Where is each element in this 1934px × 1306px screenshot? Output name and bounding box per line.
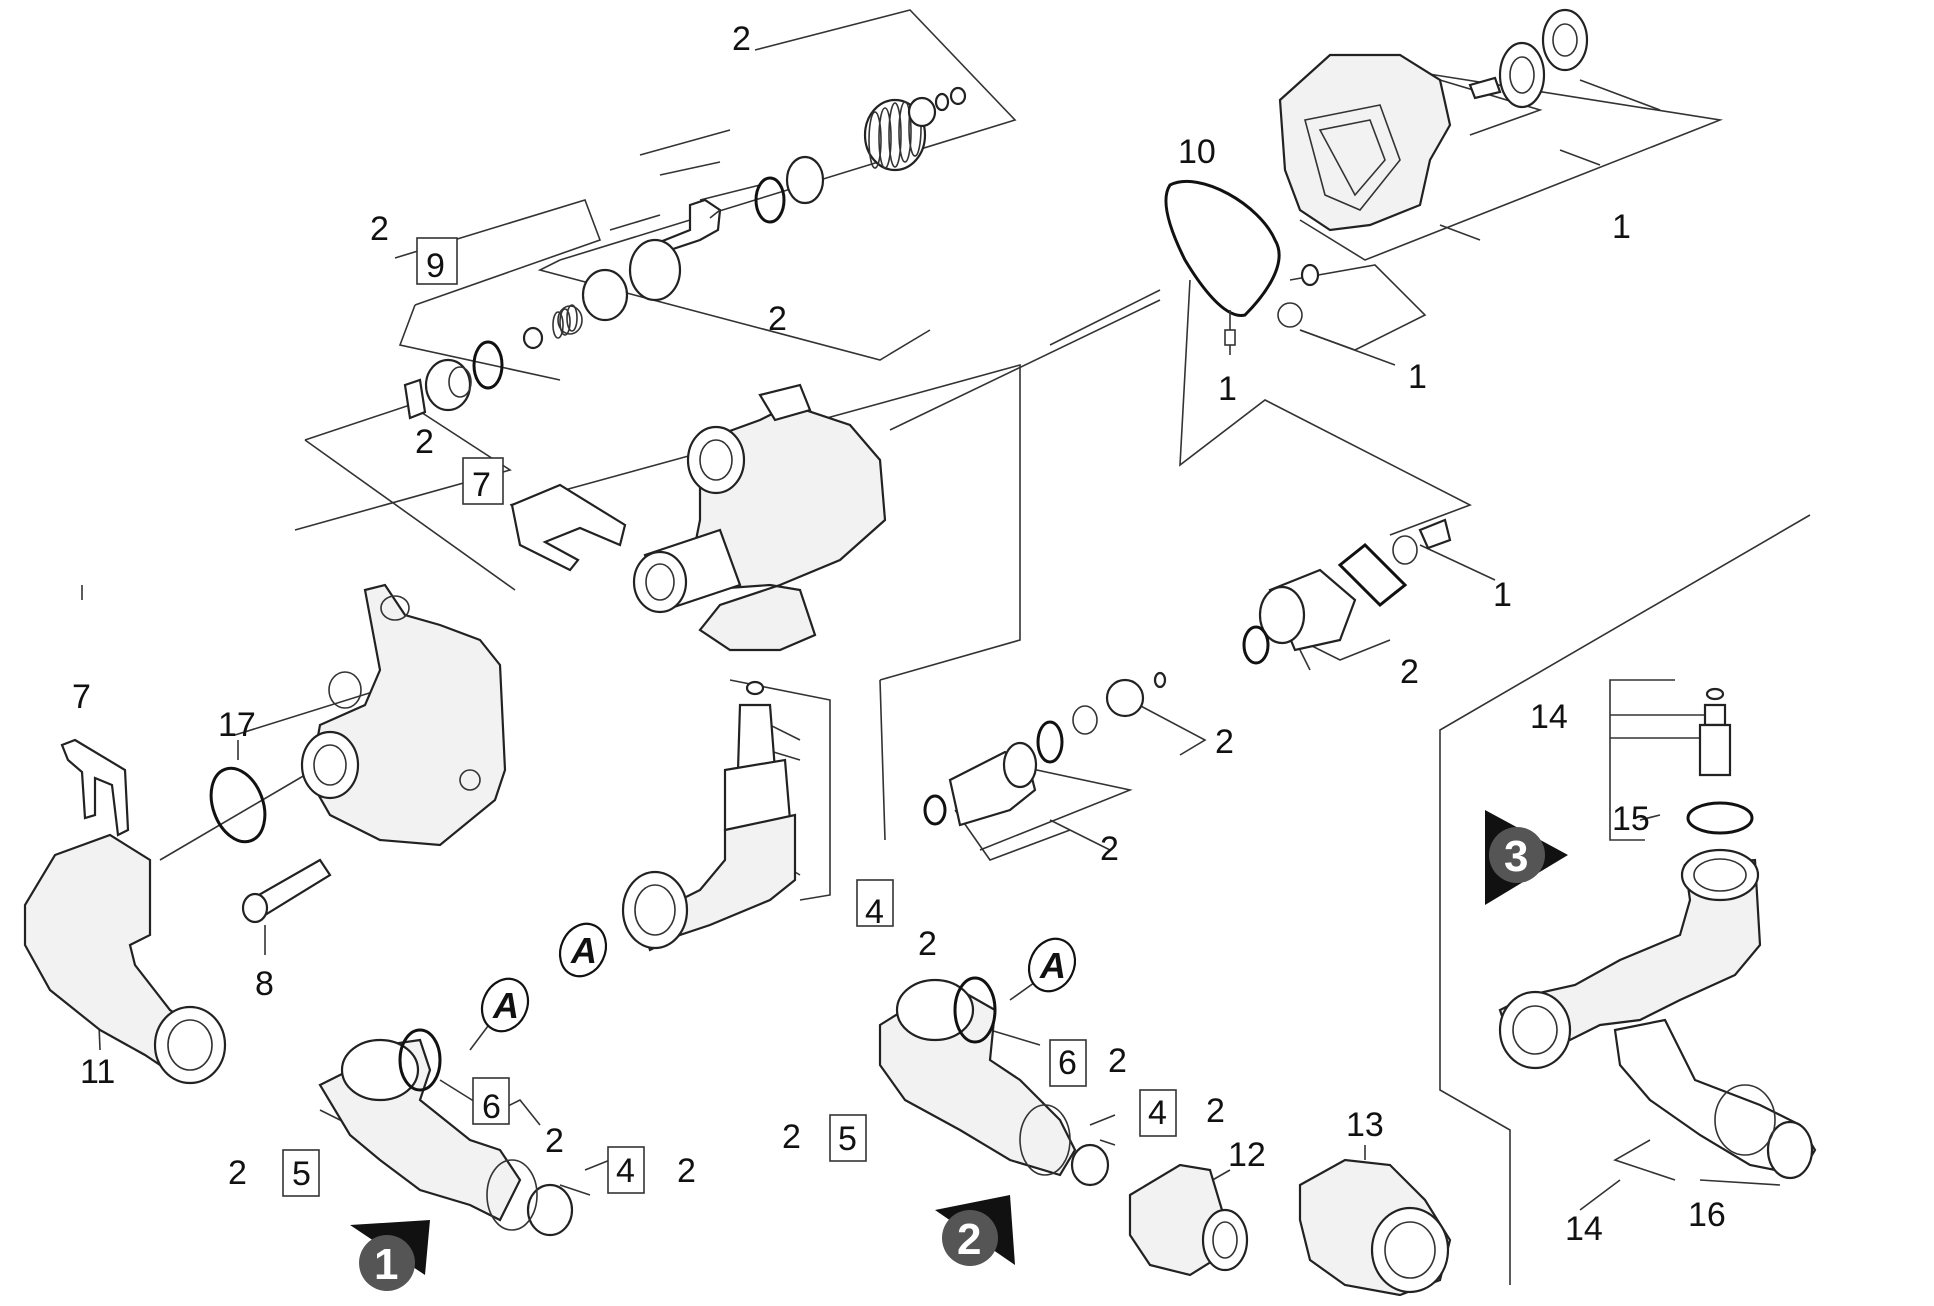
callout-2-5b: 2 — [782, 1118, 801, 1156]
seal-10 — [1164, 179, 1281, 317]
marker-a-mid-label: A — [570, 930, 597, 971]
callout-2-5a: 2 — [228, 1154, 247, 1192]
cap-ring — [1541, 8, 1589, 72]
callout-boxes — [282, 237, 1177, 1197]
badge-2-number: 2 — [957, 1215, 981, 1264]
callout-2-4b: 2 — [1206, 1092, 1225, 1130]
callout-2-9: 2 — [370, 210, 389, 248]
plug-pin — [1468, 76, 1502, 100]
marker-a-right-label: A — [1039, 945, 1066, 986]
callout-10: 10 — [1178, 133, 1216, 171]
callout-1-right: 1 — [1493, 576, 1512, 614]
callout-17: 17 — [218, 706, 256, 744]
callout-14-top: 14 — [1530, 698, 1568, 736]
callout-7-box: 7 — [472, 466, 491, 504]
pump-flange-housing — [308, 583, 507, 847]
clip-7-left — [60, 738, 130, 837]
callout-1-top: 1 — [1612, 208, 1631, 246]
callout-16: 16 — [1688, 1196, 1726, 1234]
callout-7-left: 7 — [72, 678, 91, 716]
callout-14-bot: 14 — [1565, 1210, 1603, 1248]
callout-13: 13 — [1346, 1106, 1384, 1144]
callout-2-right: 2 — [1400, 653, 1419, 691]
callout-2-mid: 2 — [768, 300, 787, 338]
callout-4-mid: 4 — [865, 893, 884, 931]
triangle-seal — [1337, 542, 1408, 608]
callout-2-top: 2 — [732, 20, 751, 58]
callout-2-pkg1: 2 — [1215, 723, 1234, 761]
callout-numbers: 2 2 9 10 1 1 1 1 2 2 7 2 2 2 7 17 8 11 4… — [72, 20, 1726, 1248]
callout-4-b: 4 — [1148, 1094, 1167, 1132]
callout-6-a: 6 — [482, 1088, 501, 1126]
callout-1-small: 1 — [1218, 370, 1237, 408]
o-ring-15 — [1686, 801, 1754, 835]
parts — [23, 8, 1817, 1297]
bearing-ring — [1498, 41, 1546, 109]
callout-2-4a: 2 — [677, 1152, 696, 1190]
callout-8: 8 — [255, 965, 274, 1003]
callout-12: 12 — [1228, 1136, 1266, 1174]
callout-2-4mid: 2 — [918, 925, 937, 963]
callout-2-6a: 2 — [545, 1122, 564, 1160]
callout-9: 9 — [426, 247, 445, 285]
marker-a-mid: A — [558, 922, 608, 978]
marker-a-left: A — [480, 977, 530, 1033]
callout-4-a: 4 — [616, 1152, 635, 1190]
callout-15: 15 — [1612, 800, 1650, 838]
clip-7 — [510, 483, 627, 572]
callout-2-7: 2 — [415, 423, 434, 461]
callout-2-pkg2: 2 — [1100, 830, 1119, 868]
badge-1: 1 — [350, 1220, 430, 1291]
callout-6-b: 6 — [1058, 1044, 1077, 1082]
connection-markers: A A A — [480, 922, 1077, 1033]
callout-2-6b: 2 — [1108, 1042, 1127, 1080]
o-ring-17 — [209, 766, 267, 844]
callout-1-valve: 1 — [1408, 358, 1427, 396]
badge-1-number: 1 — [374, 1240, 398, 1289]
callout-5-a: 5 — [292, 1155, 311, 1193]
marker-a-right: A — [1027, 937, 1077, 993]
badge-3-number: 3 — [1504, 832, 1528, 881]
callout-5-b: 5 — [838, 1120, 857, 1158]
callout-11: 11 — [80, 1053, 115, 1091]
nozzle-insert — [736, 703, 777, 772]
variant-badges: 1 2 3 — [350, 810, 1568, 1291]
badge-2: 2 — [935, 1195, 1015, 1266]
marker-a-left-label: A — [492, 985, 519, 1026]
badge-3: 3 — [1485, 810, 1568, 905]
